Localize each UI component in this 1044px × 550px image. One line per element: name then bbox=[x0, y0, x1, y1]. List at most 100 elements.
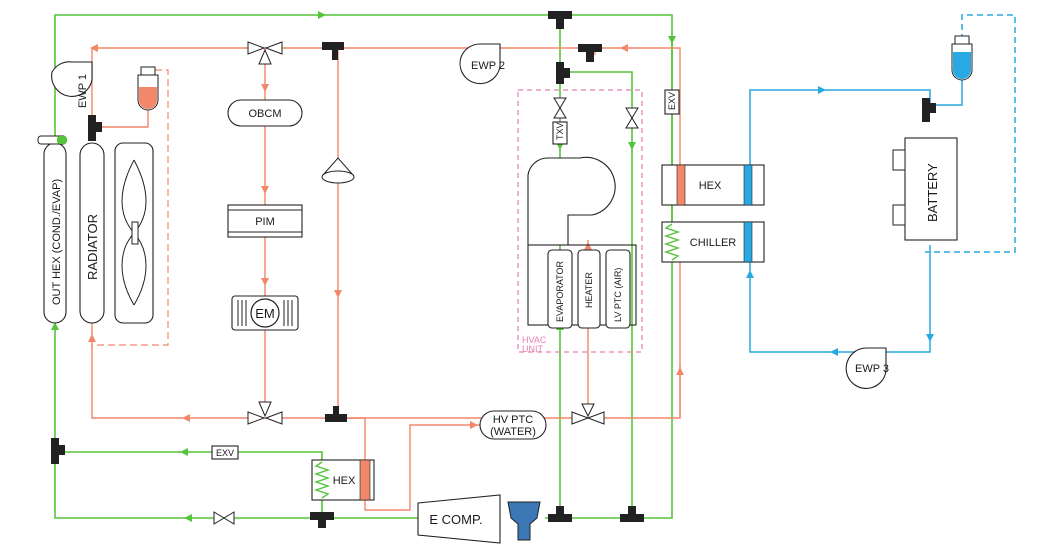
arrow-green-right-down bbox=[668, 36, 676, 44]
e-compressor: E COMP. bbox=[417, 494, 501, 544]
refrigerant-heater-line bbox=[566, 71, 633, 518]
em-label: EM bbox=[255, 306, 275, 321]
oil-separator bbox=[507, 501, 541, 541]
chiller: CHILLER bbox=[661, 221, 765, 263]
arrow-green-hex bbox=[180, 448, 188, 456]
radiator-label: RADIATOR bbox=[85, 214, 100, 280]
exv-bottom-label: EXV bbox=[216, 448, 234, 458]
tee-bottom-heater-stem bbox=[628, 506, 636, 514]
tee-top-mid-stem bbox=[332, 50, 338, 60]
tee-bottom-evap bbox=[548, 514, 572, 522]
arrow-orange-bottom bbox=[182, 414, 190, 422]
valve-b bbox=[223, 511, 235, 525]
exv-bottom bbox=[211, 445, 239, 460]
hv-ptc bbox=[479, 410, 547, 440]
hvac-unit-outline bbox=[517, 89, 643, 353]
ewp1-label: EWP 1 bbox=[77, 74, 89, 108]
battery-tank-line bbox=[936, 78, 963, 106]
hex-bottom-orange bbox=[359, 459, 371, 501]
tee-bottom-mid-stem bbox=[333, 406, 339, 414]
battery-vent-line bbox=[925, 14, 1016, 253]
arrow-blue-bottom bbox=[830, 348, 838, 356]
ewp2-body bbox=[459, 43, 501, 85]
obcm-label: OBCM bbox=[249, 108, 282, 120]
tee-top-mid bbox=[322, 42, 344, 50]
txv bbox=[552, 121, 568, 145]
shutoff-valve-bottom bbox=[213, 511, 235, 525]
coolant-tank-cap bbox=[140, 66, 156, 76]
obcm bbox=[227, 99, 303, 127]
arrow-orange-pim bbox=[261, 186, 269, 194]
coolant-vent-dashed bbox=[92, 69, 169, 346]
radiator bbox=[79, 142, 105, 324]
arrow-green-heater bbox=[628, 142, 636, 150]
exv-top-label: EXV bbox=[667, 92, 677, 110]
hex-bottom-coil bbox=[313, 461, 331, 499]
valve-r-left bbox=[571, 411, 590, 425]
txv-valve-b bbox=[553, 107, 567, 119]
arrow-blue-top bbox=[818, 86, 826, 94]
e-comp-label: E COMP. bbox=[429, 512, 482, 527]
pim-label: PIM bbox=[255, 216, 275, 228]
evaporator bbox=[547, 249, 573, 329]
hv-ptc-label-2: (WATER) bbox=[490, 426, 536, 438]
evaporator-label: EVAPORATOR bbox=[555, 260, 565, 322]
valve-a bbox=[213, 511, 225, 525]
arrow-green-bottom bbox=[184, 514, 192, 522]
valve-top-right bbox=[264, 41, 283, 55]
valve-bot-left bbox=[247, 411, 266, 425]
coolant-top-line bbox=[91, 47, 681, 175]
battery-loop bbox=[749, 14, 1016, 353]
lv-ptc-label: LV PTC (AIR) bbox=[613, 268, 623, 322]
chiller-coil bbox=[663, 223, 681, 261]
battery: BATTERY bbox=[892, 137, 958, 241]
tee-bottom-comp bbox=[310, 512, 334, 520]
hex-right: HEX bbox=[661, 164, 765, 206]
valve-bot-up bbox=[258, 401, 272, 418]
arrow-orange-em bbox=[261, 278, 269, 286]
txv-label: TXV bbox=[555, 122, 565, 140]
ewp3-label: EWP 3 bbox=[855, 363, 889, 375]
arrow-orange-top-right bbox=[620, 44, 628, 52]
valve-top-down bbox=[258, 48, 272, 65]
battery-loop-down bbox=[749, 245, 931, 353]
tee-top-orange bbox=[578, 44, 602, 52]
txv-valve-a bbox=[553, 97, 567, 109]
fan-hub bbox=[131, 221, 139, 245]
arrow-orange-right bbox=[676, 367, 684, 375]
tee-left-bottom bbox=[51, 438, 59, 464]
heater-valve-a bbox=[625, 107, 639, 119]
battery-tank bbox=[951, 35, 973, 81]
flow-arrows bbox=[51, 11, 934, 522]
heater-shutoff bbox=[625, 107, 639, 129]
ewp2-label: EWP 2 bbox=[471, 60, 505, 72]
tee-left-bottom-side bbox=[59, 445, 65, 455]
ewp1-body bbox=[51, 61, 93, 97]
tee-battery bbox=[922, 98, 930, 122]
coolant-tank-fill bbox=[139, 87, 157, 109]
e-comp-body bbox=[417, 494, 501, 544]
tee-bottom-heater bbox=[620, 514, 644, 522]
coolant-hex-out bbox=[364, 424, 480, 511]
arrow-orange-obcm bbox=[261, 84, 269, 92]
three-way-valve-right bbox=[571, 403, 605, 425]
battery-tank-cap bbox=[954, 35, 970, 45]
txv-shutoff bbox=[553, 97, 567, 119]
ewp1-pump: EWP 1 bbox=[51, 61, 93, 108]
tee-top-orange-stem bbox=[586, 52, 594, 62]
em-circle bbox=[250, 298, 280, 328]
tee-battery-side bbox=[930, 103, 936, 113]
hvac-unit-label-1: HVAC bbox=[522, 335, 547, 345]
tee-bottom-evap-stem bbox=[556, 506, 564, 514]
battery-loop-main bbox=[749, 89, 931, 196]
arrow-orange-hvptc bbox=[470, 421, 478, 429]
battery-label: BATTERY bbox=[925, 163, 940, 222]
hex-right-blue bbox=[743, 164, 753, 206]
arrow-blue-battery bbox=[926, 334, 934, 342]
ewp3-pump: EWP 3 bbox=[845, 347, 889, 389]
battery-terminal-bottom bbox=[892, 204, 906, 226]
arrow-orange-radiator bbox=[88, 334, 96, 342]
hvac-unit-label-2: UNIT bbox=[522, 344, 543, 354]
tee-txv-branch bbox=[556, 62, 564, 84]
